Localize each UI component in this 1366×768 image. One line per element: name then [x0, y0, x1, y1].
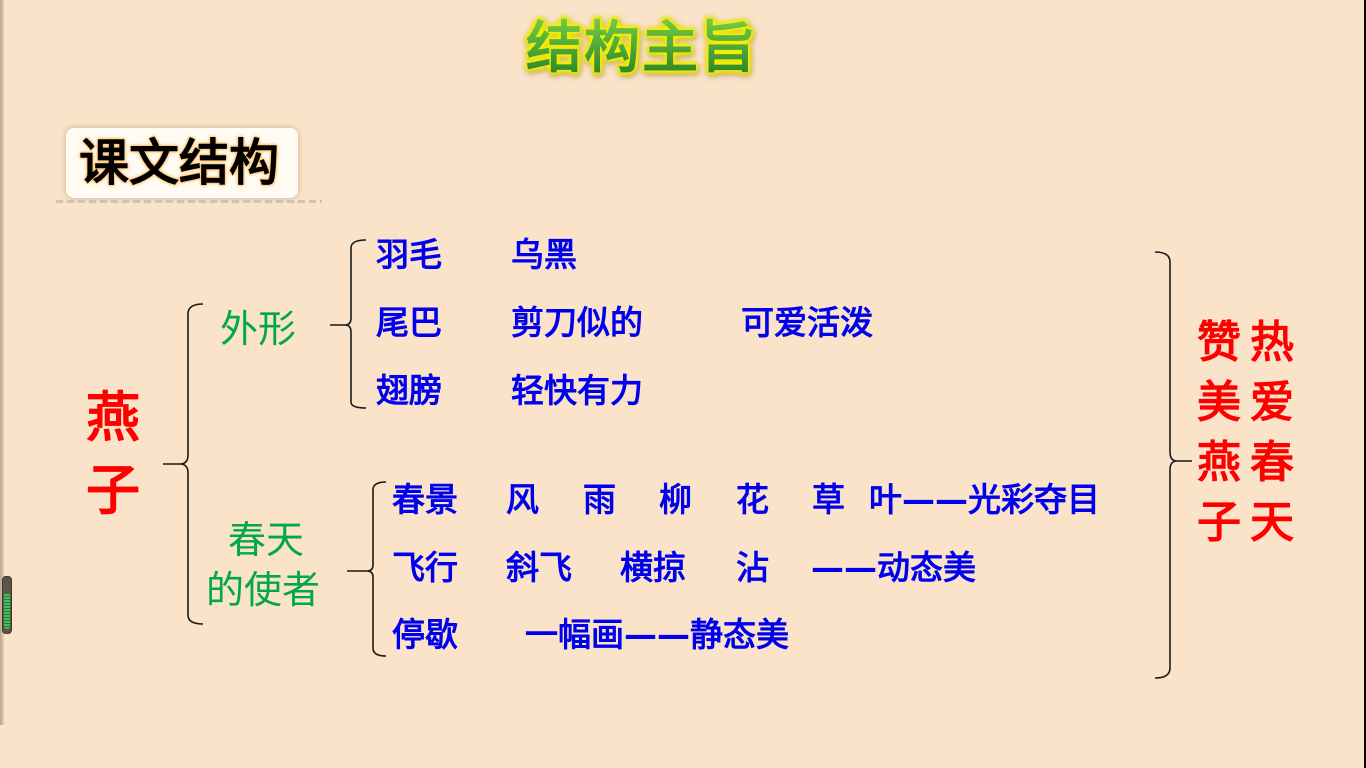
messenger-row-1-item: 草	[812, 480, 845, 519]
summary-right-char: 热	[1250, 317, 1294, 368]
branch-label-messenger-line-2: 的使者	[206, 568, 321, 612]
appearance-row-1-part: 羽毛	[376, 235, 442, 274]
root-node-char-2: 子	[86, 459, 140, 522]
messenger-row-2-topic: 飞行	[392, 548, 458, 587]
messenger-row-1-item: 柳	[659, 480, 692, 519]
right-edge-border	[1364, 0, 1366, 768]
messenger-brace	[347, 481, 387, 657]
messenger-row-2-summary: ——动态美	[811, 548, 976, 587]
summary-left-char: 燕	[1197, 437, 1241, 488]
appearance-brace	[330, 239, 367, 409]
summary-right-char: 爱	[1250, 377, 1294, 428]
appearance-row-2-part: 尾巴	[376, 303, 442, 342]
messenger-row-1-summary: 叶——光彩夺目	[869, 480, 1100, 519]
scrollbar-progress-fill	[4, 594, 10, 629]
messenger-row-2-item: 横掠	[620, 548, 686, 587]
messenger-row-2-item: 斜飞	[506, 548, 572, 587]
branch-label-appearance: 外形	[220, 307, 297, 351]
section-label-box	[66, 128, 298, 198]
appearance-row-3-part: 翅膀	[376, 371, 442, 410]
messenger-row-1-topic: 春景	[392, 480, 458, 519]
messenger-row-1-item: 花	[736, 480, 769, 519]
section-label: 课文结构	[79, 134, 279, 192]
slide-title: 结构主旨	[526, 14, 758, 84]
appearance-row-2-desc: 剪刀似的	[511, 303, 643, 342]
summary-left-char: 子	[1197, 497, 1241, 548]
branch-label-messenger-line-1: 春天	[228, 518, 305, 562]
appearance-summary: 可爱活泼	[741, 303, 873, 342]
messenger-row-1-item: 风	[506, 480, 539, 519]
root-brace	[163, 303, 204, 625]
summary-right-char: 春	[1250, 437, 1294, 488]
dashed-underline	[56, 200, 322, 203]
root-node-char-1: 燕	[86, 386, 140, 449]
appearance-row-1-desc: 乌黑	[511, 235, 577, 274]
summary-right-char: 天	[1250, 497, 1294, 548]
slide-progress-scrollbar[interactable]	[2, 576, 12, 634]
summary-left-char: 赞	[1197, 317, 1241, 368]
left-edge-shadow	[0, 0, 4, 725]
summary-left-char: 美	[1197, 377, 1241, 428]
appearance-row-3-desc: 轻快有力	[511, 371, 643, 410]
messenger-row-3-topic: 停歇	[392, 615, 458, 654]
messenger-row-1-item: 雨	[583, 480, 616, 519]
summary-brace	[1154, 251, 1192, 679]
messenger-row-2-item: 沾	[736, 548, 769, 587]
messenger-row-3-summary: 一幅画——静态美	[525, 615, 789, 654]
